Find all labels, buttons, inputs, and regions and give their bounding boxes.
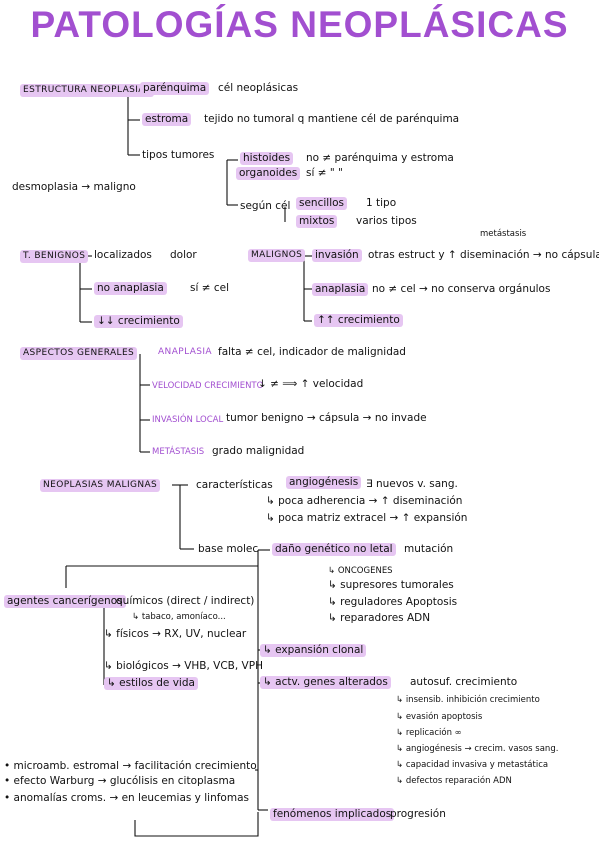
metastasis-aspecto: METÁSTASIS xyxy=(152,447,205,457)
expansion-clonal-label: ↳ expansión clonal xyxy=(260,644,367,657)
quimicos-desc: ↳ tabaco, amoníaco... xyxy=(132,612,226,622)
organoides-desc: sí ≠ " " xyxy=(306,167,343,179)
neoplasias-header: NEOPLASIAS MALIGNAS xyxy=(40,479,161,492)
mixtos-label: mixtos xyxy=(296,215,338,228)
matriz-item: ↳ poca matriz extracel → ↑ expansión xyxy=(266,512,468,524)
parenquima-label: parénquima xyxy=(140,82,210,95)
fisicos-label: ↳ físicos → RX, UV, nuclear xyxy=(104,628,247,640)
no-anaplasia-label: no anaplasia xyxy=(94,282,167,295)
biologicos-label: ↳ biológicos → VHB, VCB, VPH xyxy=(104,660,263,672)
invasion-aspecto-desc: tumor benigno → cápsula → no invade xyxy=(226,412,427,424)
agentes-label: agentes cancerígenos xyxy=(4,595,126,608)
tipos-label: tipos tumores xyxy=(142,149,215,161)
estroma-desc: tejido no tumoral q mantiene cél de paré… xyxy=(204,113,460,125)
invasion-label: invasión xyxy=(312,249,362,262)
anomalias-item: • anomalías croms. → en leucemias y linf… xyxy=(4,792,249,804)
dano-genetico-label: daño genético no letal xyxy=(272,543,396,556)
angiogenesis-desc: ∃ nuevos v. sang. xyxy=(366,478,458,490)
warburg-item: • efecto Warburg → glucólisis en citopla… xyxy=(4,775,236,787)
anaplasia-aspecto: ANAPLASIA xyxy=(158,347,212,357)
invasion-desc: otras estruct y ↑ diseminación → no cáps… xyxy=(368,249,599,261)
malignos-crecimiento: ↑↑ crecimiento xyxy=(314,314,403,327)
page-title: PATOLOGÍAS NEOPLÁSICAS xyxy=(30,4,569,45)
actv-item-1: autosuf. crecimiento xyxy=(410,676,518,688)
no-anaplasia-desc: sí ≠ cel xyxy=(190,282,230,294)
aspectos-header: ASPECTOS GENERALES xyxy=(20,347,138,360)
caracteristicas-label: características xyxy=(196,479,273,491)
adherencia-item: ↳ poca adherencia → ↑ diseminación xyxy=(266,495,463,507)
metastasis-note: metástasis xyxy=(480,229,527,239)
oncogenes-item: ↳ ONCOGENES xyxy=(328,566,393,576)
quimicos-label: químicos (direct / indirect) xyxy=(116,595,255,607)
estroma-label: estroma xyxy=(142,113,192,126)
mixtos-desc: varios tipos xyxy=(356,215,417,227)
actv-item-4: ↳ replicación ∞ xyxy=(396,728,462,738)
reguladores-item: ↳ reguladores Apoptosis xyxy=(328,596,458,608)
histoides-desc: no ≠ parénquima y estroma xyxy=(306,152,454,164)
actv-item-3: ↳ evasión apoptosis xyxy=(396,712,483,722)
histoides-label: histoides xyxy=(240,152,294,165)
estructura-header: ESTRUCTURA NEOPLASIAS xyxy=(20,84,154,97)
organoides-label: organoides xyxy=(236,167,301,180)
benignos-header: T. BENIGNOS xyxy=(20,250,89,263)
estilos-label: ↳ estilos de vida xyxy=(104,677,198,690)
supresores-item: ↳ supresores tumorales xyxy=(328,579,454,591)
benignos-crecimiento: ↓↓ crecimiento xyxy=(94,315,183,328)
malignos-header: MALIGNOS xyxy=(248,249,306,262)
desmoplasia-note: desmoplasia → maligno xyxy=(12,181,136,193)
velocidad-aspecto: VELOCIDAD CRECIMIENTO xyxy=(152,381,264,391)
localizados-label: localizados xyxy=(94,249,152,261)
sencillos-desc: 1 tipo xyxy=(366,197,397,209)
segun-label: según cél xyxy=(240,200,291,212)
base-molec-label: base molec xyxy=(198,543,259,555)
actv-item-2: ↳ insensib. inhibición crecimiento xyxy=(396,695,540,705)
actv-item-5: ↳ angiogénesis → crecim. vasos sang. xyxy=(396,744,559,754)
invasion-aspecto: INVASIÓN LOCAL xyxy=(152,415,224,425)
fenomenos-label: fenómenos implicados xyxy=(270,808,395,821)
metastasis-aspecto-desc: grado malignidad xyxy=(212,445,305,457)
velocidad-aspecto-desc: ↓ ≠ ⟹ ↑ velocidad xyxy=(258,378,364,390)
angiogenesis-label: angiogénesis xyxy=(286,476,362,489)
malignos-anaplasia-desc: no ≠ cel → no conserva orgánulos xyxy=(372,283,551,295)
localizados-desc: dolor xyxy=(170,249,197,261)
fenomenos-desc: progresión xyxy=(390,808,446,820)
actv-genes-label: ↳ actv. genes alterados xyxy=(260,676,391,689)
actv-item-6: ↳ capacidad invasiva y metastática xyxy=(396,760,549,770)
microamb-item: • microamb. estromal → facilitación crec… xyxy=(4,760,257,772)
reparadores-item: ↳ reparadores ADN xyxy=(328,612,431,624)
anaplasia-aspecto-desc: falta ≠ cel, indicador de malignidad xyxy=(218,346,406,358)
actv-item-7: ↳ defectos reparación ADN xyxy=(396,776,512,786)
parenquima-desc: cél neoplásicas xyxy=(218,82,299,94)
sencillos-label: sencillos xyxy=(296,197,348,210)
malignos-anaplasia-label: anaplasia xyxy=(312,283,369,296)
dano-genetico-desc: mutación xyxy=(404,543,454,555)
